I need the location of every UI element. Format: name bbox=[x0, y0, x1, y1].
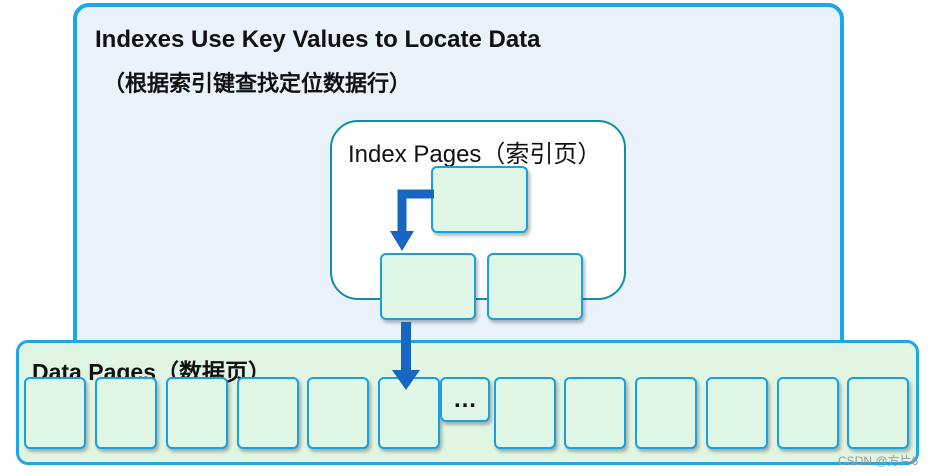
data-page bbox=[564, 377, 626, 449]
data-page bbox=[237, 377, 299, 449]
data-page bbox=[95, 377, 157, 449]
data-page bbox=[24, 377, 86, 449]
watermark: CSDN @方片6 bbox=[838, 454, 919, 468]
data-page-target bbox=[378, 377, 440, 449]
index-pages-label: Index Pages（索引页） bbox=[348, 141, 602, 168]
index-leaf-page bbox=[487, 253, 583, 320]
data-page bbox=[166, 377, 228, 449]
data-page bbox=[777, 377, 839, 449]
data-page bbox=[307, 377, 369, 449]
data-page bbox=[847, 377, 909, 449]
data-page bbox=[635, 377, 697, 449]
data-page bbox=[706, 377, 768, 449]
ellipsis-page: … bbox=[440, 377, 490, 422]
index-leaf-page bbox=[380, 253, 476, 320]
diagram-subtitle: （根据索引键查找定位数据行） bbox=[103, 71, 412, 96]
data-page bbox=[494, 377, 556, 449]
index-root-page bbox=[431, 166, 528, 233]
diagram-title: Indexes Use Key Values to Locate Data bbox=[95, 26, 541, 53]
